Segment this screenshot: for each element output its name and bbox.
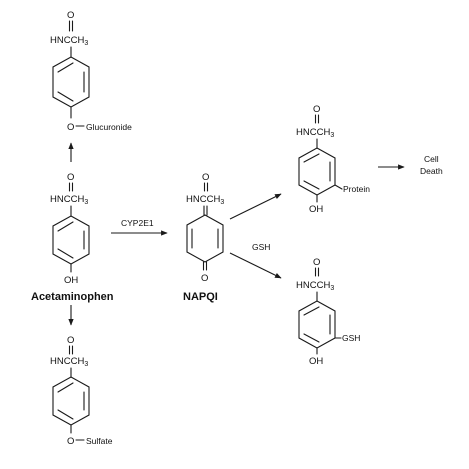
protein-substituent: Protein <box>343 184 370 194</box>
amide-label: HNCCH3 <box>296 280 334 292</box>
ether-oxygen: O <box>67 122 74 133</box>
glucuronide-conjugate: O HNCCH3 O Glucuronide <box>50 10 132 133</box>
amide-group: O HNCCH3 <box>50 335 88 368</box>
benzene-ring <box>298 147 336 196</box>
napqi-structure: O HNCCH3 O NAPQI <box>183 172 224 303</box>
amide-label: HNCCH3 <box>50 194 88 206</box>
benzene-ring <box>52 215 90 265</box>
ether-oxygen: O <box>67 436 74 447</box>
carbonyl-oxygen: O <box>67 10 74 21</box>
hydroxyl-group: OH <box>309 204 323 215</box>
amide-label: HNCCH3 <box>296 127 334 139</box>
amide-label: HNCCH3 <box>186 194 224 206</box>
amide-label: HNCCH3 <box>50 35 88 47</box>
cell-death-label-line1: Cell <box>424 154 439 164</box>
benzene-ring <box>298 300 336 349</box>
protein-adduct: O HNCCH3 Protein OH <box>296 104 370 215</box>
napqi-label: NAPQI <box>183 291 218 303</box>
amide-group: O HNCCH3 <box>50 172 88 206</box>
carbonyl-oxygen: O <box>67 172 74 183</box>
arrow-to-gsh-conjugate <box>229 252 282 279</box>
benzene-ring <box>52 376 90 426</box>
acetaminophen-label: Acetaminophen <box>31 291 114 303</box>
gsh-reagent-label: GSH <box>252 242 270 252</box>
carbonyl-oxygen: O <box>202 172 209 183</box>
carbonyl-oxygen: O <box>313 104 320 115</box>
carbonyl-oxygen: O <box>67 335 74 346</box>
gsh-conjugate: O HNCCH3 GSH OH <box>296 257 360 367</box>
sulfate-label: Sulfate <box>86 436 113 446</box>
hydroxyl-group: OH <box>309 356 323 367</box>
hydroxyl-group: OH <box>64 275 78 286</box>
gsh-substituent: GSH <box>342 333 360 343</box>
enzyme-label: CYP2E1 <box>121 218 154 228</box>
amide-group: O HNCCH3 <box>50 10 88 47</box>
cell-death-label-line2: Death <box>420 166 443 176</box>
quinone-oxygen: O <box>201 273 208 284</box>
arrow-to-protein-adduct <box>229 193 282 220</box>
amide-label: HNCCH3 <box>50 356 88 368</box>
carbonyl-oxygen: O <box>313 257 320 268</box>
benzene-ring <box>52 56 90 108</box>
acetaminophen-structure: O HNCCH3 OH Acetaminophen <box>31 172 114 303</box>
quinone-imine-ring <box>186 214 224 263</box>
glucuronide-label: Glucuronide <box>86 122 132 132</box>
sulfate-conjugate: O HNCCH3 O Sulfate <box>50 335 113 447</box>
